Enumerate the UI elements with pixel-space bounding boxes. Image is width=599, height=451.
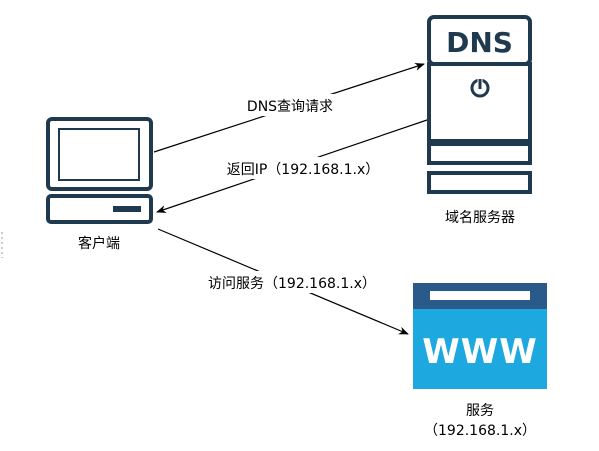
server-tower-icon: DNS xyxy=(427,15,532,194)
computer-monitor-icon xyxy=(46,117,153,224)
web-service-node: WWW 服务 （192.168.1.x） xyxy=(413,283,547,439)
client-node: 客户端 xyxy=(46,117,153,252)
www-badge-text: WWW xyxy=(422,332,538,372)
dns-server-node: DNS 域名服务器 xyxy=(427,15,532,226)
web-service-label-line1: 服务 xyxy=(466,403,494,419)
access-service-label: 访问服务（192.168.1.x） xyxy=(208,276,376,292)
client-label: 客户端 xyxy=(78,235,120,252)
web-service-label-line2: （192.168.1.x） xyxy=(424,423,536,439)
dns-badge-text: DNS xyxy=(446,26,513,59)
dns-server-label: 域名服务器 xyxy=(445,210,515,226)
browser-window-icon: WWW xyxy=(413,283,547,389)
power-icon xyxy=(470,78,490,98)
dns-query-label: DNS查询请求 xyxy=(247,99,333,115)
return-ip-label: 返回IP（192.168.1.x） xyxy=(227,162,380,178)
